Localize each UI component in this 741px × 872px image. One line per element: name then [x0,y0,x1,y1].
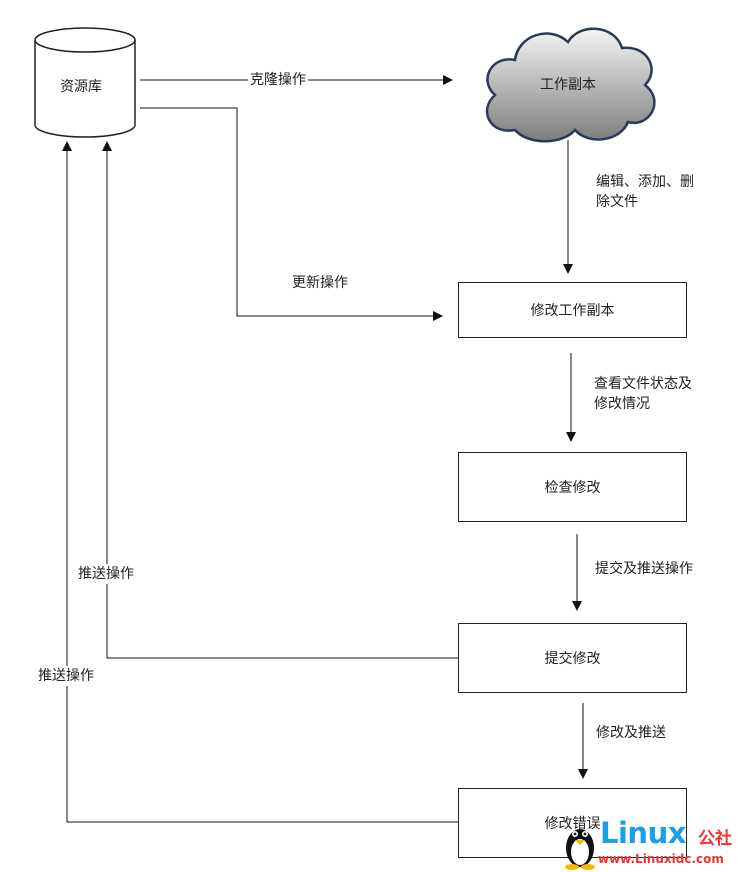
repository-label: 资源库 [60,79,102,95]
push-arrow-commit [102,141,458,659]
fix-errors-label: 修改错误 [544,816,601,832]
commit-changes-label: 提交修改 [544,651,601,667]
fix-push-label: 修改及推送 [596,725,666,741]
push-label-commit: 推送操作 [76,564,136,584]
watermark-url: www.Linuxidc.com [598,852,724,866]
check-changes-box: 检查修改 [458,452,687,522]
edit-label-line1: 编辑、添加、删 [596,174,694,190]
working-copy-cloud [485,27,656,143]
status-label-line2: 修改情况 [594,396,650,412]
clone-label: 克隆操作 [248,70,308,90]
repository-cylinder [34,27,136,138]
update-label: 更新操作 [292,275,348,291]
push-label-fix: 推送操作 [36,666,96,686]
modify-working-copy-box: 修改工作副本 [458,282,687,338]
push-arrow-fix [62,141,458,823]
commit-changes-box: 提交修改 [458,623,687,693]
modify-working-copy-label: 修改工作副本 [530,303,615,319]
check-changes-label: 检查修改 [544,480,601,496]
edit-label-line2: 除文件 [596,194,638,210]
status-label-line1: 查看文件状态及 [594,376,692,392]
commit-push-label: 提交及推送操作 [595,561,693,577]
update-arrow [140,107,443,321]
watermark-logo: Linux [600,816,686,850]
penguin-icon [565,829,595,870]
linuxidc-watermark: Linux 公社 www.Linuxidc.com [562,816,740,872]
working-copy-label: 工作副本 [540,77,596,93]
watermark-suffix: 公社 [698,829,732,849]
